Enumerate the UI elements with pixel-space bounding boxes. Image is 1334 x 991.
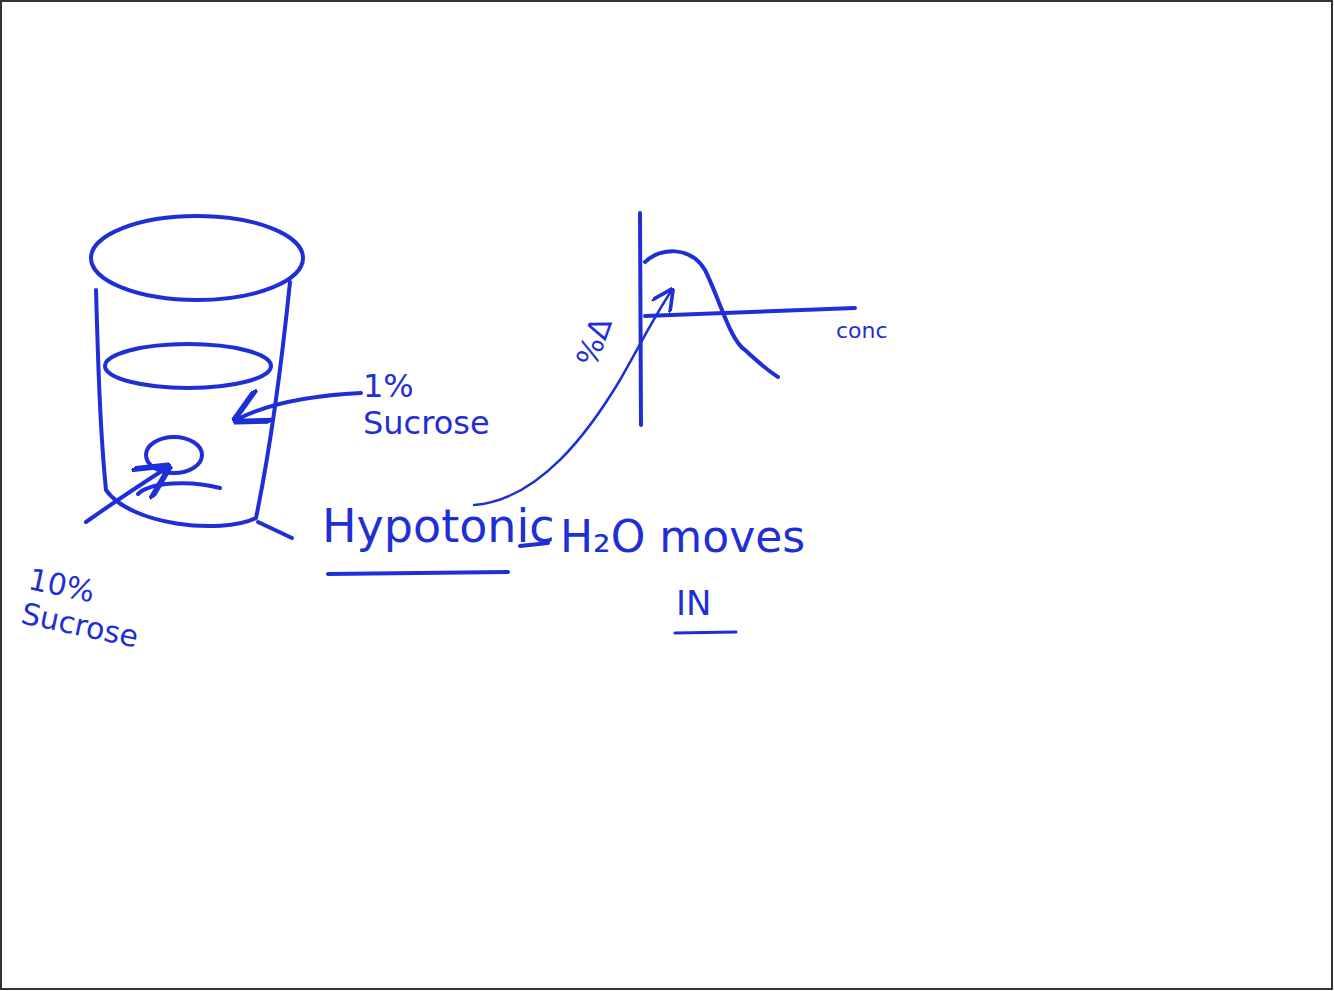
tonicity-term: Hypotonic [322,500,522,553]
liquid-surface [105,344,271,388]
beaker-rim [91,216,303,300]
solution-label: 1% Sucrose [363,368,513,442]
leader-arrow [236,393,361,420]
water-direction: H₂O moves [560,512,840,563]
underline [675,632,736,633]
underline [328,572,508,574]
y-axis [640,213,641,425]
pointer-arrow [474,290,672,505]
axis-label: conc [836,318,926,343]
cell-stroke [138,483,220,494]
leader-arrow [86,467,168,522]
cell [146,437,202,473]
x-axis [645,308,855,316]
dash-stroke [520,543,548,546]
cell-label: 10% Sucrose [18,562,160,657]
axis-label: %Δ [570,284,630,371]
direction-word: IN [676,584,746,623]
response-curve [645,251,778,377]
beaker-body [96,282,290,526]
tick-stroke [258,522,292,538]
